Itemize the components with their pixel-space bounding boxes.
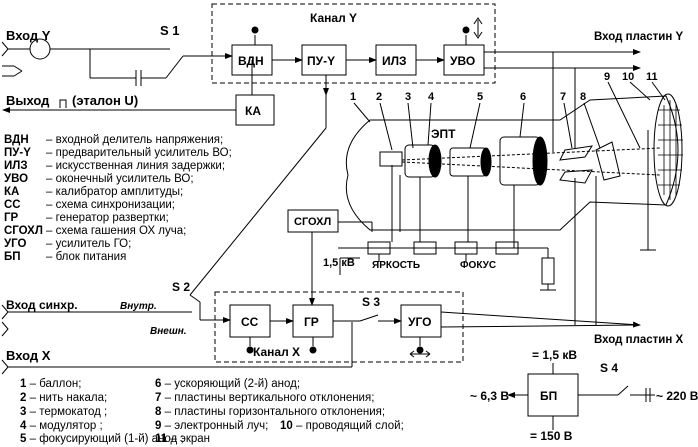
power-mains-label: ~ 220 В xyxy=(656,389,698,403)
puy-label: ПУ-Y xyxy=(307,54,335,68)
crt-num-3: 3 xyxy=(405,91,411,103)
cs-label: СС xyxy=(241,315,259,329)
legend-item: 11 – экран xyxy=(155,433,211,445)
abbr-row: ВДН– входной делитель напряжения; xyxy=(4,134,224,146)
hv-label: 1,5 кВ xyxy=(323,257,355,269)
brightness-label: ЯРКОСТЬ xyxy=(372,260,420,271)
crt-num-1: 1 xyxy=(350,91,356,103)
plates-y-label: Вход пластин Y xyxy=(594,31,684,43)
power-plus-label: = 1,5 кВ xyxy=(532,348,577,362)
s4-label: S 4 xyxy=(600,361,618,375)
abbr-row: БП– блок питания xyxy=(4,251,127,263)
legend-item: 7 – пластины вертикального отклонения; xyxy=(155,392,375,404)
crt-num-11: 11 xyxy=(646,71,658,83)
crt-num-9: 9 xyxy=(604,71,610,83)
legend-item: 5 – фокусирующий (1-й) анод ; xyxy=(20,433,184,445)
crt-title: ЭПТ xyxy=(431,127,456,141)
legend-item: 3 – термокатод ; xyxy=(20,406,108,418)
channel-x-label: Канал X xyxy=(253,345,300,359)
ka-label: КА xyxy=(245,104,261,118)
power-150-label: = 150 В xyxy=(530,429,573,443)
crt-num-2: 2 xyxy=(376,91,382,103)
crt-bulb xyxy=(345,95,679,231)
legend-item: 2 – нить накала; xyxy=(20,392,108,404)
bp-label: БП xyxy=(540,389,557,403)
legend-item: 8 – пластины горизонтального отклонения; xyxy=(155,406,386,418)
crt-num-5: 5 xyxy=(477,91,483,103)
vdn-label: ВДН xyxy=(238,54,264,68)
crt-num-8: 8 xyxy=(580,91,586,103)
channel-y-label: Канал Y xyxy=(310,11,357,25)
crt-num-10: 10 xyxy=(622,71,634,83)
gr-label: ГР xyxy=(304,315,319,329)
uvo-label: УВО xyxy=(450,54,475,68)
abbr-row: КА– калибратор амплитуды; xyxy=(4,186,184,198)
ilz-label: ИЛЗ xyxy=(382,54,407,68)
legend-item: 6 – ускоряющий (2-й) анод; xyxy=(155,378,301,390)
abbr-row: ИЛЗ– искусственная линия задержки; xyxy=(4,160,226,172)
sgohl-label: СГОХЛ xyxy=(294,216,331,228)
s1-label: S 1 xyxy=(160,23,180,38)
abbr-row: ГР– генератор развертки; xyxy=(4,212,169,224)
crt-num-4: 4 xyxy=(428,91,435,103)
internal-label: Внутр. xyxy=(120,301,157,312)
abbr-row: УВО– оконечный усилитель ВО; xyxy=(4,173,194,185)
input-y-label: Вход Y xyxy=(6,28,51,43)
plates-x-label: Вход пластин X xyxy=(594,334,684,346)
crt-num-6: 6 xyxy=(520,91,526,103)
external-label: Внешн. xyxy=(150,326,187,337)
legend-item: 4 – модулятор ; xyxy=(20,420,103,432)
abbr-row: ПУ-Y– предварительный усилитель ВО; xyxy=(4,147,232,159)
ugo-label: УГО xyxy=(408,315,431,329)
input-sync-label: Вход синхр. xyxy=(6,298,78,312)
abbr-row: СГОХЛ– схема гашения ОХ луча; xyxy=(4,225,187,237)
block-sgohl xyxy=(287,209,339,233)
crt-num-7: 7 xyxy=(560,91,566,103)
legend-item: 10 – проводящий слой; xyxy=(280,420,404,432)
legend-item: 1 – баллон; xyxy=(20,378,82,390)
output-cal-label: Выход xyxy=(6,93,50,108)
abbr-row: СС– схема синхронизации; xyxy=(4,199,175,211)
legend-item: 9 – электронный луч; xyxy=(155,420,269,432)
abbr-row: УГО– усилитель ГО; xyxy=(4,238,132,250)
input-x-label: Вход X xyxy=(6,348,51,363)
s3-label: S 3 xyxy=(362,295,380,309)
s2-label: S 2 xyxy=(172,280,190,294)
power-heater-label: ~ 6,3 В xyxy=(470,389,509,403)
focus-label: ФОКУС xyxy=(460,260,496,271)
output-cal-suffix: (эталон U) xyxy=(72,93,138,108)
channel-y-frame xyxy=(211,3,496,84)
